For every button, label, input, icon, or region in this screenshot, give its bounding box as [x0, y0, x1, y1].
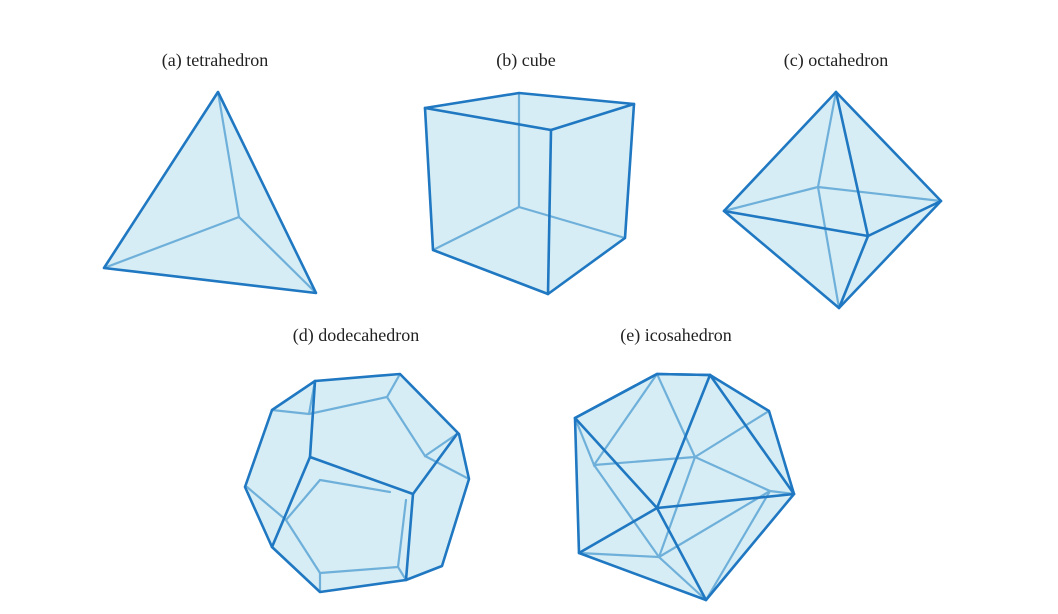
caption-dodecahedron: (d) dodecahedron [292, 325, 420, 345]
tetrahedron [102, 90, 318, 295]
octahedron [722, 90, 943, 310]
caption-tetrahedron: (a) tetrahedron [161, 50, 269, 70]
cube [423, 91, 636, 296]
dodecahedron [243, 372, 471, 594]
caption-cube: (b) cube [496, 50, 556, 70]
icosahedron [573, 372, 796, 602]
caption-icosahedron: (e) icosahedron [620, 325, 732, 345]
caption-octahedron: (c) octahedron [783, 50, 889, 70]
